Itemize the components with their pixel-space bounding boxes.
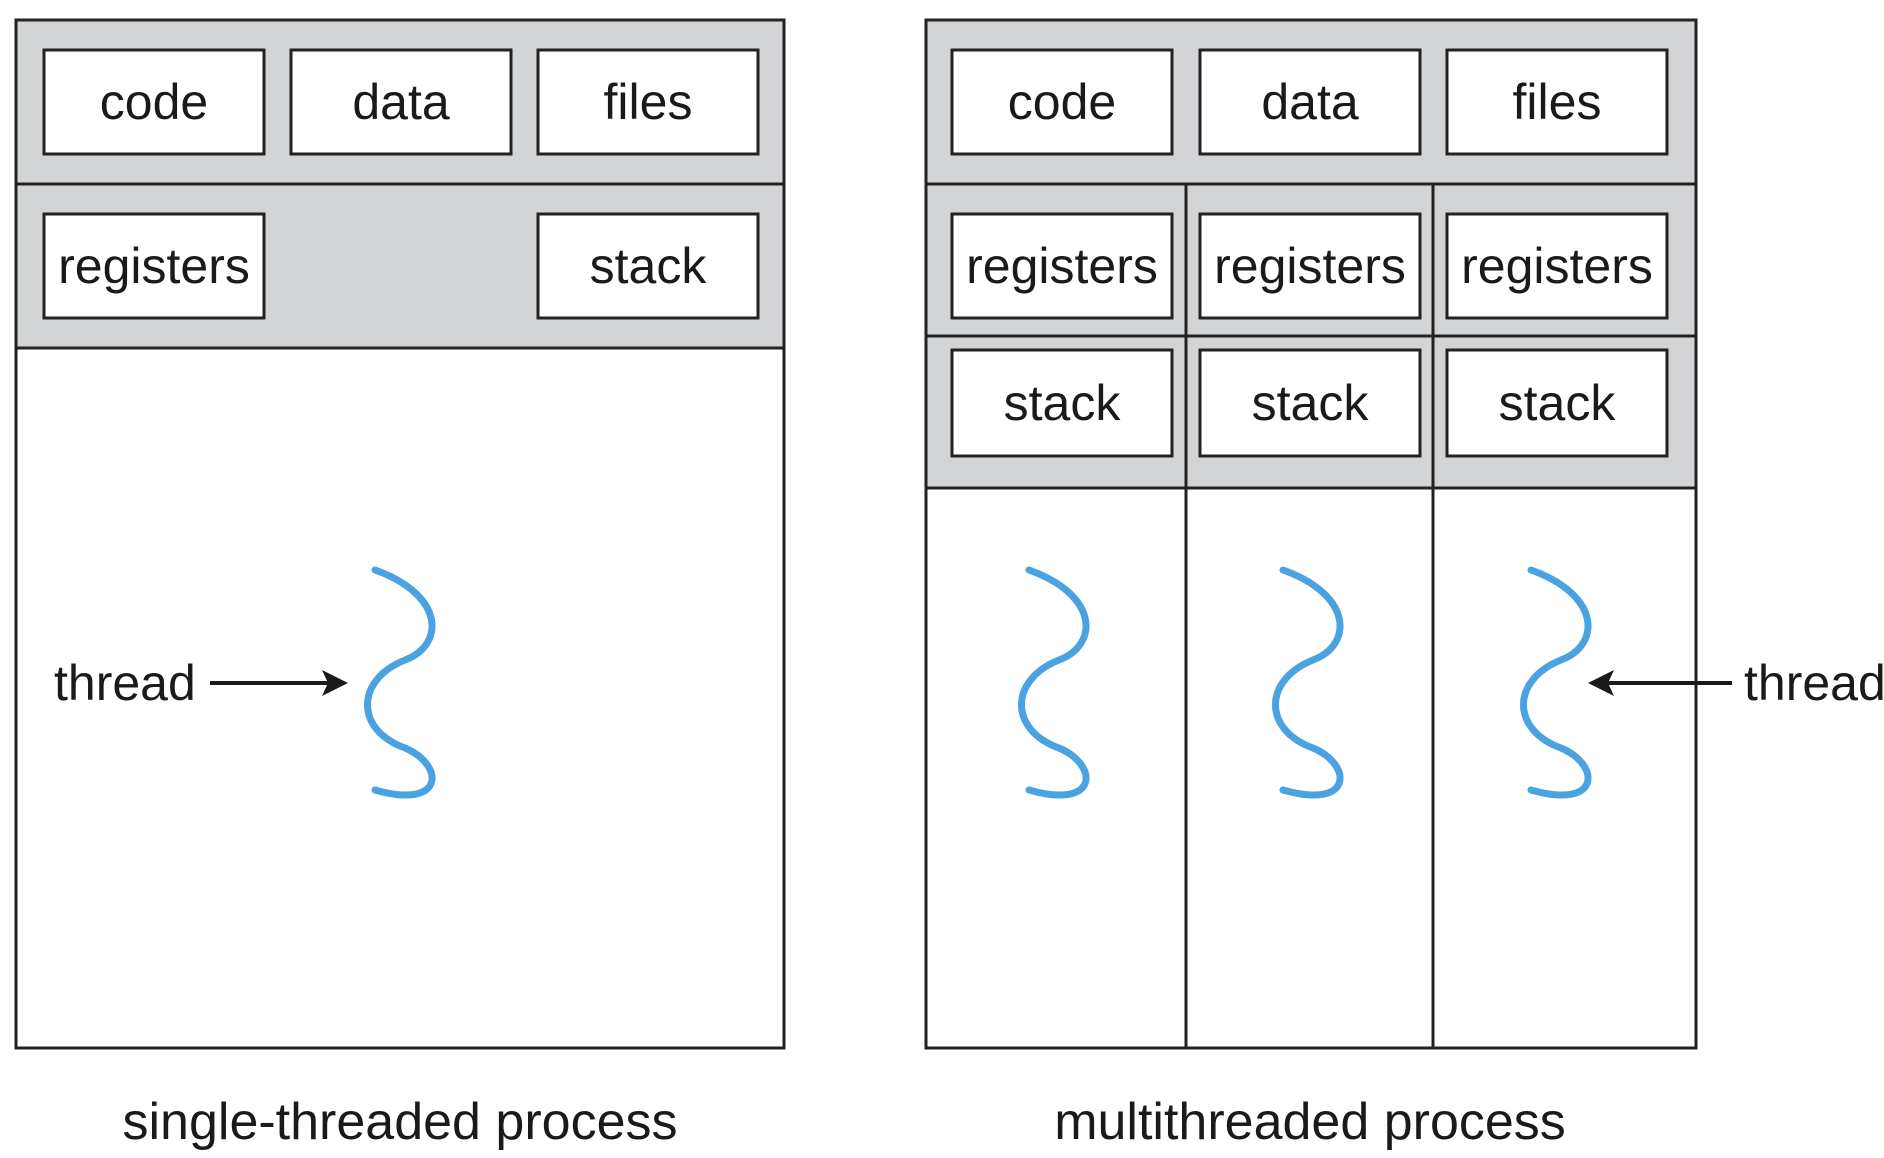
single-thread-area [16,348,784,1048]
multi-thread-3-squiggle-icon [1520,566,1592,799]
single-stack-label: stack [590,238,708,294]
multi-thread-2-stack-box: stack [1198,348,1422,458]
multi-data-label: data [1261,74,1359,130]
multi-thread-3-stack-label: stack [1499,375,1617,431]
single-data-box: data [289,48,513,156]
single-registers-label: registers [58,238,250,294]
multi-thread-1-registers-box: registers [950,212,1174,320]
multithreaded-process: code data files registers registers regi… [924,18,1884,1151]
single-stack-box: stack [536,212,760,320]
multi-files-label: files [1513,74,1602,130]
single-code-label: code [100,74,208,130]
multi-code-box: code [950,48,1174,156]
multi-thread-1-squiggle-icon [1018,566,1090,799]
single-thread-arrow-head-icon [322,670,348,696]
single-thread-label: thread [54,655,196,711]
single-thread-squiggle-icon [364,566,436,799]
multi-thread-1-registers-label: registers [966,238,1158,294]
multi-thread-2-squiggle-icon [1272,566,1344,799]
multi-thread-1-stack-label: stack [1004,375,1122,431]
single-process-caption: single-threaded process [123,1093,678,1151]
multi-thread-3-registers-label: registers [1461,238,1653,294]
multi-thread-label: thread [1744,655,1884,711]
multi-thread-2-registers-box: registers [1198,212,1422,320]
multi-process-frame [924,18,1698,1050]
multi-thread-2-registers-label: registers [1214,238,1406,294]
single-files-label: files [604,74,693,130]
multi-thread-2-stack-label: stack [1252,375,1370,431]
multi-process-caption: multithreaded process [1054,1093,1566,1151]
multi-thread-3-registers-box: registers [1445,212,1669,320]
single-registers-box: registers [42,212,266,320]
multi-code-label: code [1008,74,1116,130]
single-code-box: code [42,48,266,156]
multi-data-box: data [1198,48,1422,156]
multi-files-box: files [1445,48,1669,156]
single-data-label: data [352,74,450,130]
multi-thread-3-stack-box: stack [1445,348,1669,458]
single-process-frame [14,18,786,1050]
single-files-box: files [536,48,760,156]
single-threaded-process: code data files registers stack thread s… [14,18,786,1151]
multi-thread-1-stack-box: stack [950,348,1174,458]
multi-thread-arrow-head-icon [1588,670,1614,696]
